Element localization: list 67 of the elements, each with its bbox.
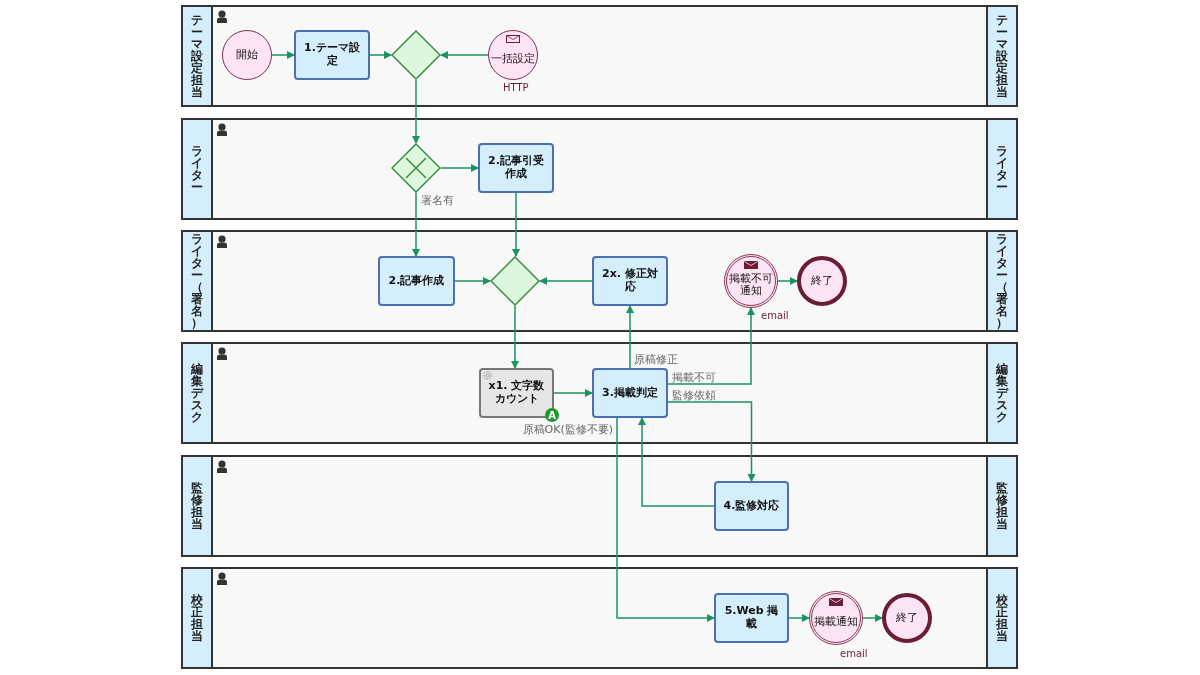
task-box	[294, 30, 370, 80]
lane-title: テーマ設定担当	[191, 14, 203, 98]
lane-title: ライター	[996, 145, 1008, 193]
lane-title: 監修担当	[191, 482, 203, 530]
arrow	[667, 307, 755, 385]
arrow	[667, 401, 756, 482]
lane-title: 編集デスク	[191, 363, 203, 423]
task-label: 1.テーマ設定	[303, 42, 361, 68]
lane-title: 校正担当	[996, 594, 1008, 642]
lane-title: ライター	[191, 145, 203, 193]
task-box	[714, 481, 789, 531]
lane-title: 編集デスク	[996, 363, 1008, 423]
arrow	[862, 614, 883, 622]
arrow	[553, 389, 593, 397]
task-label: 2.記事引受作成	[487, 155, 545, 181]
task-box	[378, 256, 455, 306]
event-caption: email	[761, 311, 789, 321]
swimlane	[181, 5, 1018, 107]
task-box	[478, 143, 554, 193]
task-box	[592, 256, 668, 306]
arrow	[271, 51, 295, 59]
arrow	[440, 51, 489, 59]
event-caption: HTTP	[503, 83, 529, 93]
arrow	[512, 192, 520, 257]
lane-title: テーマ設定担当	[996, 14, 1008, 98]
task-label: 2.記事作成	[388, 274, 445, 288]
event-label: 一括設定	[491, 52, 535, 66]
task-label: x1. 文字数カウント	[487, 380, 546, 406]
arrow	[616, 417, 715, 622]
edge-label: 原稿修正	[633, 354, 679, 365]
task-box	[592, 368, 668, 418]
lane-title: ライター（署名）	[996, 233, 1008, 329]
event-label: 終了	[896, 611, 918, 625]
swimlane	[181, 230, 1018, 332]
lane-title: ライター（署名）	[191, 233, 203, 329]
event-label: 掲載通知	[814, 615, 858, 629]
swimlane	[181, 342, 1018, 444]
arrow	[539, 277, 593, 285]
script-task-box	[479, 368, 554, 418]
event-label: 終了	[811, 274, 833, 288]
arrow	[638, 417, 715, 507]
arrow	[511, 305, 519, 369]
event-caption: email	[840, 649, 868, 659]
arrow	[440, 164, 479, 172]
task-label: 3.掲載判定	[602, 386, 658, 400]
swimlane	[181, 567, 1018, 669]
arrow	[369, 51, 392, 59]
arrow	[777, 277, 798, 285]
event-label: 開始	[236, 48, 258, 62]
lane-title: 校正担当	[191, 594, 203, 642]
arrow	[412, 79, 420, 144]
edge-label: 署名有	[420, 195, 455, 206]
edge-label: 監修依頼	[671, 390, 717, 401]
edge-label: 原稿OK(監修不要)	[521, 424, 614, 435]
arrow	[788, 614, 810, 622]
task-label: 2x. 修正対応	[601, 268, 659, 294]
task-label: 4.監修対応	[723, 499, 780, 513]
arrow	[454, 277, 491, 285]
swimlane	[181, 118, 1018, 220]
arrow	[626, 305, 634, 369]
edge-label: 掲載不可	[671, 372, 717, 383]
task-label: 5.Web 掲載	[723, 605, 780, 631]
arrow	[412, 192, 420, 257]
task-box	[714, 593, 789, 643]
event-label: 掲載不可通知	[728, 272, 774, 298]
lane-title: 監修担当	[996, 482, 1008, 530]
swimlane	[181, 455, 1018, 557]
